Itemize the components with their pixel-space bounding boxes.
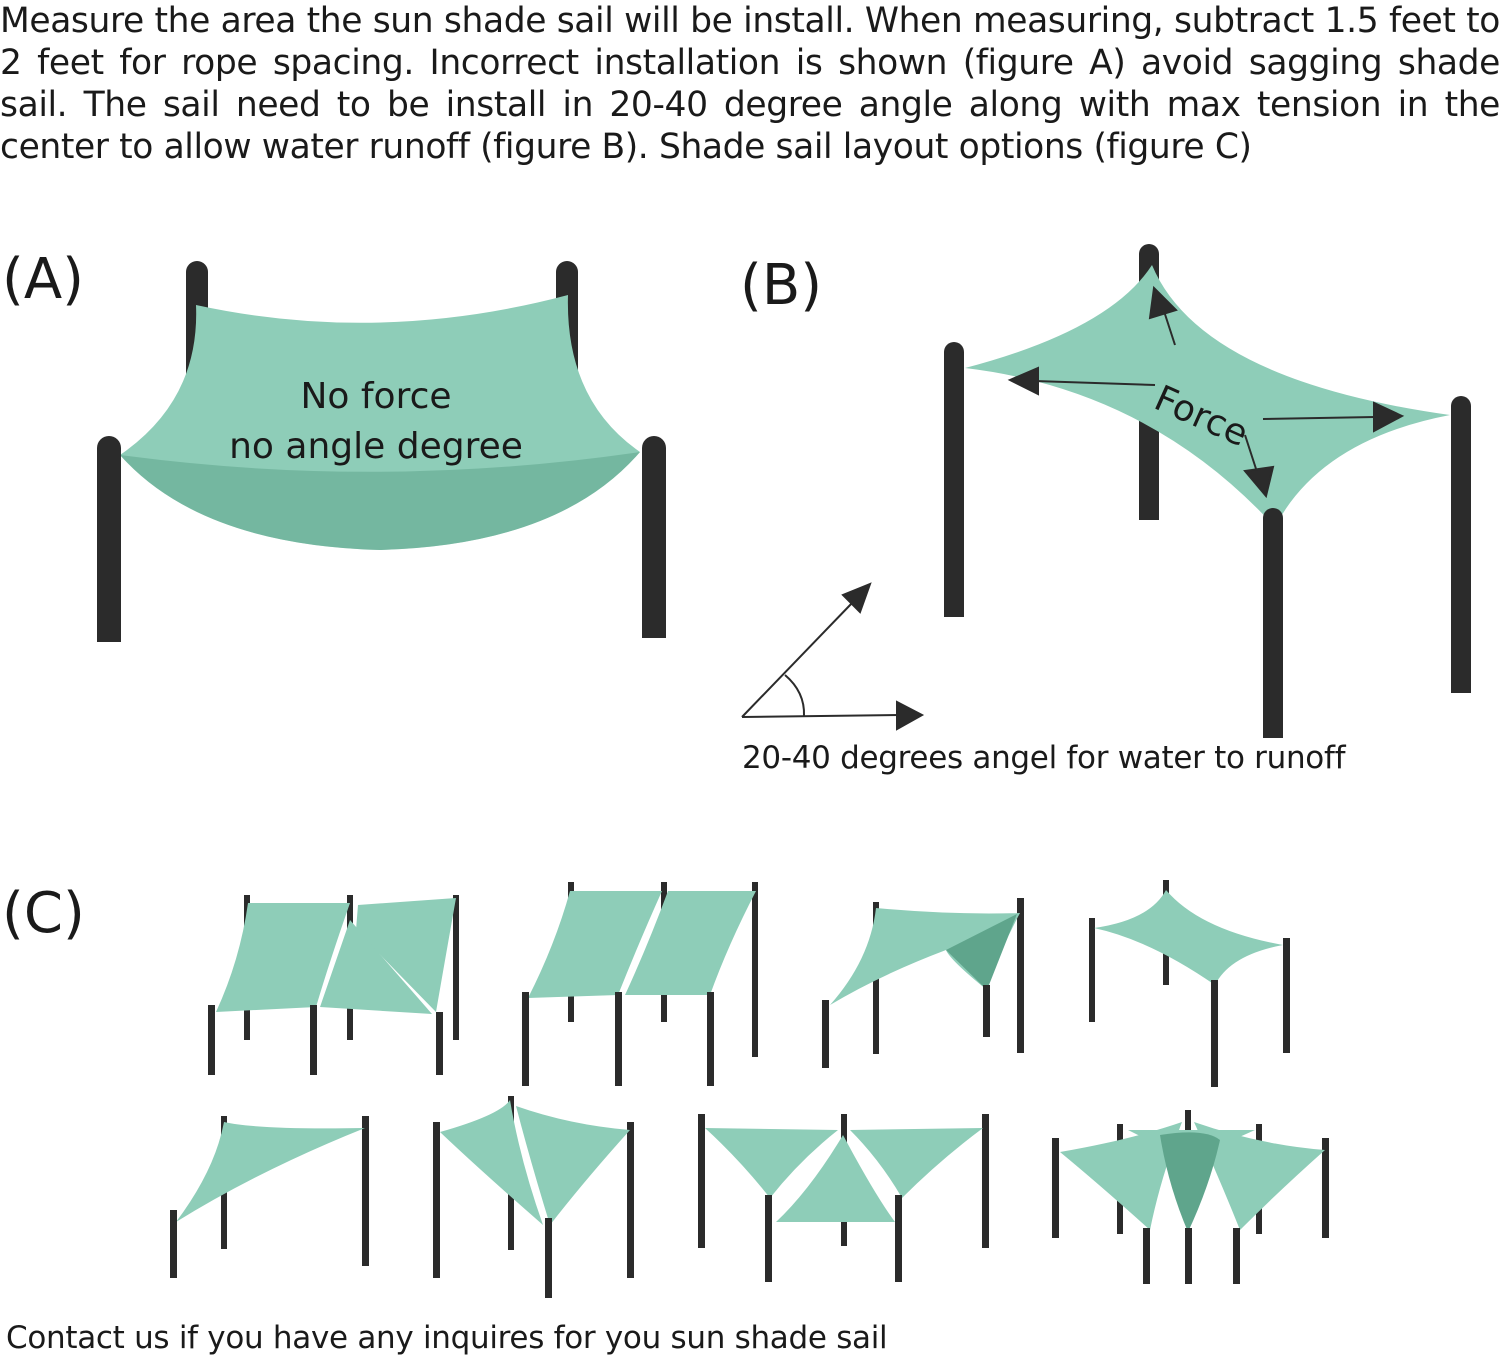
c1-pole-3 [453,895,459,1040]
intro-text: Measure the area the sun shade sail will… [0,1,1500,167]
force-arrow-left-head [1007,366,1039,396]
layout-option-7 [698,1114,989,1282]
layout-option-6 [433,1096,634,1298]
c6-sail-2 [516,1106,630,1225]
c8-pole-6 [1143,1228,1150,1284]
c8-sail-right [1194,1122,1325,1230]
c2-pole-3 [752,882,758,1057]
c2-sail-1 [528,891,662,998]
c4-sail [1094,890,1283,985]
c7-pole-4 [765,1195,772,1282]
contact-text: Contact us if you have any inquires for … [6,1320,888,1356]
c1-sail-1 [216,903,350,1012]
pole-b-right [1451,396,1471,693]
c7-sail-1 [705,1128,838,1198]
pole-front-right [642,436,666,638]
force-arrow-right-head [1373,401,1405,433]
c8-sail-center [1160,1132,1220,1232]
c7-sail-3 [776,1135,895,1222]
force-arrow-down-head [1243,465,1275,499]
c1-sail-2 [356,898,456,1012]
c8-pole-4 [1052,1138,1059,1238]
tensioned-sail [965,265,1450,527]
c8-pole-5 [1322,1138,1329,1238]
c2-pole-6 [707,992,714,1086]
c1-pole-4 [208,1005,215,1075]
figure-a-label: (A) [2,247,85,312]
layout-option-4 [1089,880,1290,1087]
pole-front-left [97,436,121,642]
c6-pole-3 [627,1122,634,1278]
c3-pole-3 [822,1000,829,1068]
c8-sail-left [1060,1122,1182,1230]
c3-sail-fold [946,914,1017,990]
angle-arc [784,674,806,717]
c5-pole-2 [362,1116,369,1266]
c3-pole-2 [1017,898,1024,1053]
no-force-line1: No force [300,376,452,417]
figure-c-label: (C) [2,881,85,946]
no-force-text: No force no angle degree [226,372,526,472]
c1-pole-5 [310,1005,317,1075]
c1-sail-3 [320,920,432,1014]
c5-sail [176,1122,365,1222]
c5-pole-3 [170,1210,177,1278]
angle-base-line [741,714,901,718]
angle-caption: 20-40 degrees angel for water to runoff [742,740,1346,776]
force-arrow-down-shaft [1244,434,1259,476]
angle-base-arrowhead [896,700,925,731]
c4-pole-3 [1283,938,1290,1053]
c6-pole-2 [433,1122,440,1278]
c1-pole-6 [436,1012,443,1075]
figure-b-label: (B) [740,253,823,318]
c4-pole-4 [1211,980,1218,1087]
sail-underside [120,452,640,550]
layout-option-5 [170,1116,369,1278]
c2-pole-5 [615,992,622,1086]
angle-slope-arrowhead [841,582,872,614]
c3-sail [830,908,1020,1005]
angle-slope-line [741,601,854,718]
c7-sail-2 [850,1128,983,1198]
pole-b-left [944,342,964,617]
force-arrow-up-head [1148,285,1178,320]
c8-pole-8 [1233,1228,1240,1284]
c3-pole-4 [983,985,990,1037]
figure-a-front-poles [97,436,666,642]
force-arrow-left-shaft [1034,380,1156,386]
c7-pole-5 [895,1195,902,1282]
c4-pole-2 [1089,918,1095,1022]
layout-option-1 [208,895,459,1075]
no-force-line2: no angle degree [229,426,523,467]
c7-pole-1 [698,1114,705,1248]
c6-sail-1 [440,1100,543,1225]
c2-pole-4 [522,992,529,1086]
layout-option-8 [1052,1110,1329,1284]
c6-pole-4 [545,1218,552,1298]
angle-indicator [741,582,925,731]
c2-sail-2 [625,891,756,995]
layout-option-3 [822,898,1024,1068]
force-arrows [1007,285,1405,499]
pole-b-front [1263,508,1283,738]
force-arrow-right-shaft [1262,416,1376,420]
layout-option-2 [522,882,758,1086]
c8-pole-7 [1185,1228,1192,1284]
c7-pole-3 [982,1114,989,1248]
